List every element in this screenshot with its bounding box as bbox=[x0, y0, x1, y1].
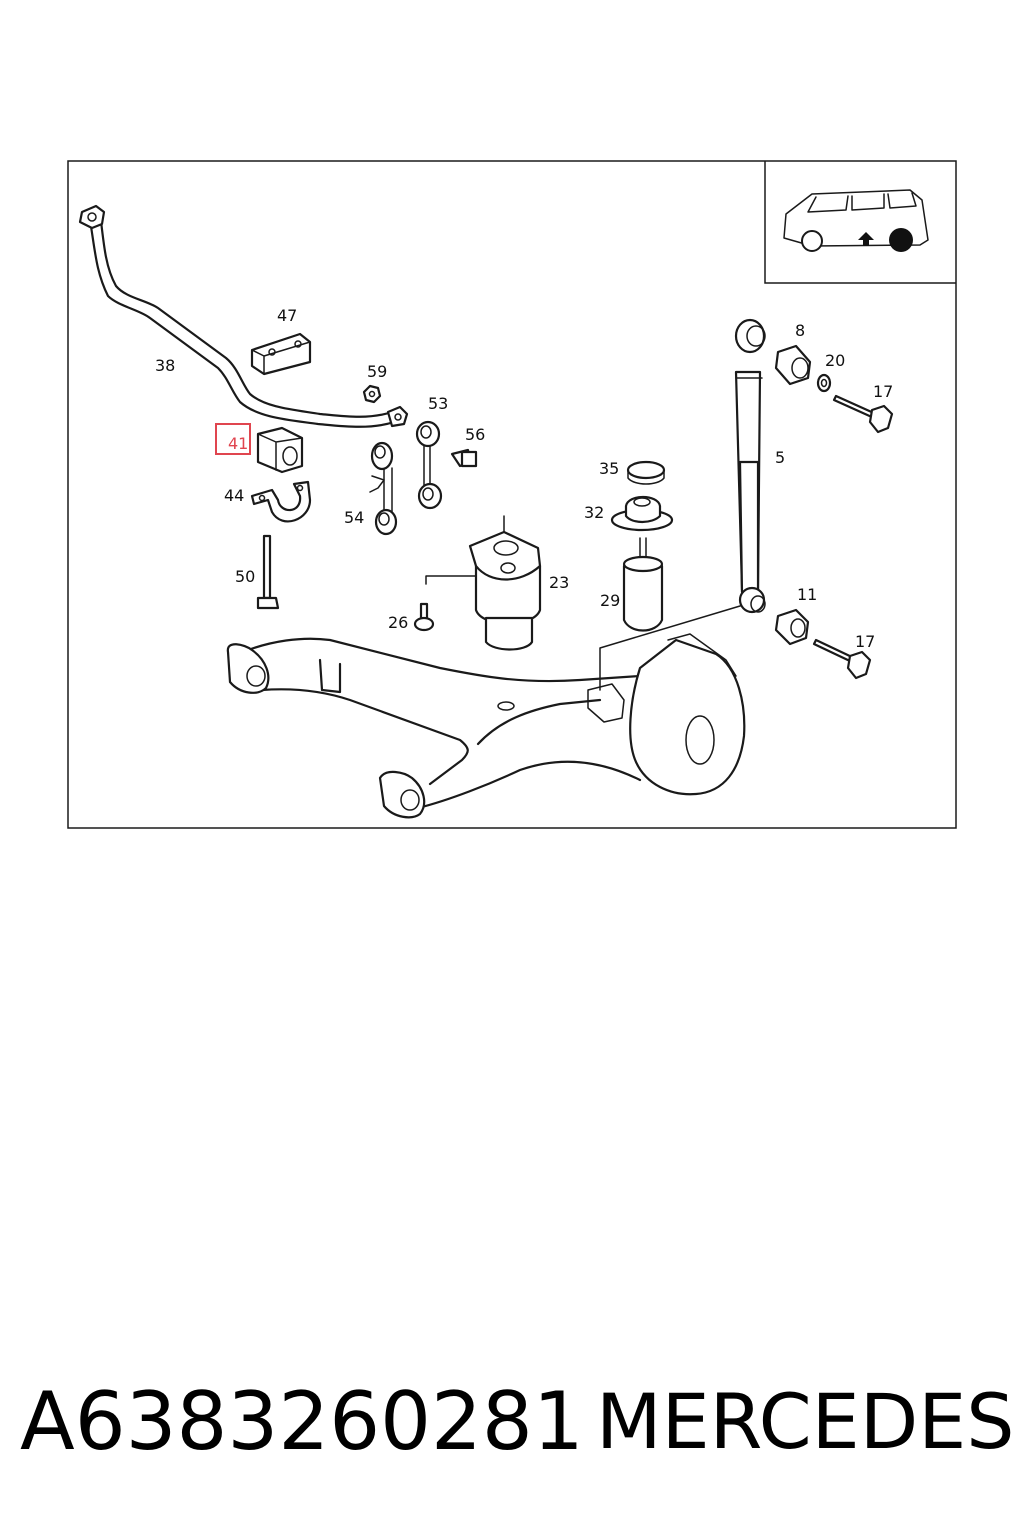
stabilizer-bushing bbox=[256, 426, 304, 474]
brand-name: MERCEDES bbox=[596, 1377, 1015, 1466]
callout-53: 53 bbox=[428, 394, 448, 413]
washer-20 bbox=[816, 373, 832, 393]
callout-38: 38 bbox=[155, 356, 175, 375]
callout-26: 26 bbox=[388, 613, 408, 632]
small-screw bbox=[413, 602, 435, 632]
callout-23: 23 bbox=[549, 573, 569, 592]
callout-17-upper: 17 bbox=[873, 382, 893, 401]
callout-20: 20 bbox=[825, 351, 845, 370]
callout-54: 54 bbox=[344, 508, 364, 527]
stabilizer-clamp bbox=[250, 480, 312, 523]
callout-17-lower: 17 bbox=[855, 632, 875, 651]
callout-highlight-box bbox=[215, 423, 251, 455]
callout-32: 32 bbox=[584, 503, 604, 522]
callout-44: 44 bbox=[224, 486, 244, 505]
callout-35: 35 bbox=[599, 459, 619, 478]
washer-35 bbox=[626, 460, 666, 485]
trailing-arm bbox=[226, 605, 746, 819]
bolt-upper bbox=[832, 394, 894, 434]
nut bbox=[362, 384, 382, 404]
stabilizer-bar bbox=[78, 204, 409, 428]
lower-bushing bbox=[774, 608, 810, 646]
rubber-mount bbox=[610, 495, 674, 532]
shock-bushing bbox=[774, 344, 812, 386]
air-spring bbox=[425, 515, 542, 651]
shock-absorber bbox=[734, 318, 766, 614]
callout-41: 41 bbox=[228, 434, 248, 453]
bolt-lower bbox=[812, 638, 872, 680]
callout-29: 29 bbox=[600, 591, 620, 610]
callout-11: 11 bbox=[797, 585, 817, 604]
callout-8: 8 bbox=[795, 321, 805, 340]
stabilizer-link bbox=[415, 420, 443, 510]
diagram-frame bbox=[67, 160, 957, 829]
van-rear-axle-locator-icon bbox=[764, 161, 956, 284]
callout-59: 59 bbox=[367, 362, 387, 381]
callout-5: 5 bbox=[775, 448, 785, 467]
short-bolt bbox=[450, 448, 478, 468]
long-bolt bbox=[256, 534, 280, 610]
callout-47: 47 bbox=[277, 306, 297, 325]
part-number: A6383260281 bbox=[20, 1375, 584, 1468]
bump-stop bbox=[622, 537, 664, 632]
mounting-block bbox=[250, 332, 312, 376]
coupling-rod bbox=[369, 441, 398, 536]
callout-50: 50 bbox=[235, 567, 255, 586]
callout-56: 56 bbox=[465, 425, 485, 444]
